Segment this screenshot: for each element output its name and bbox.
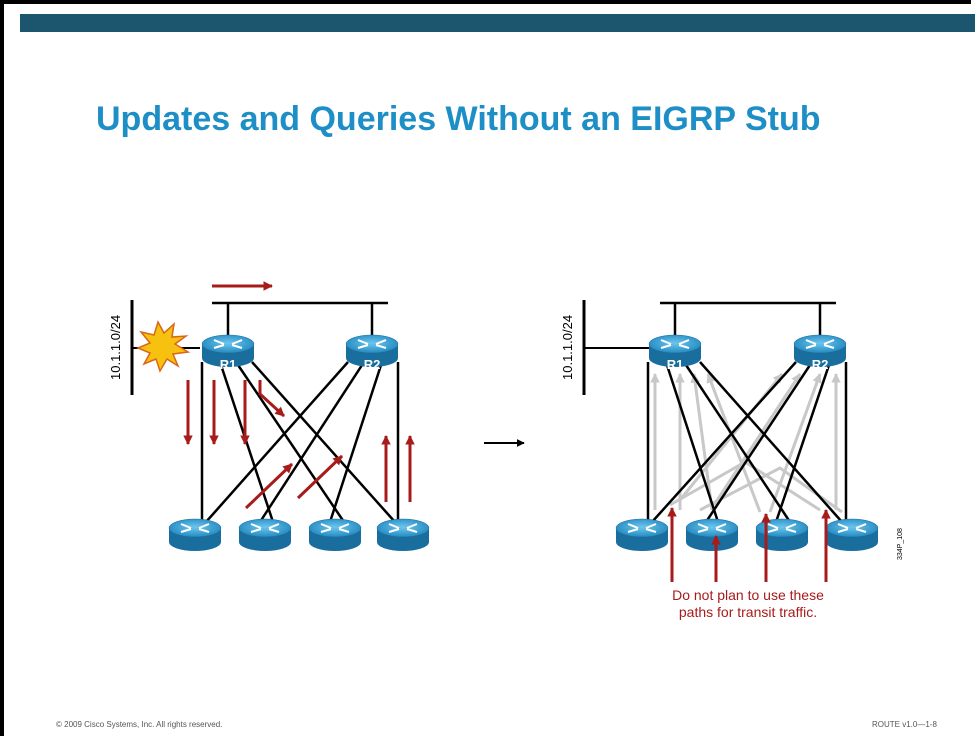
right-diagram: 10.1.1.0/24: [560, 300, 904, 620]
right-subnet-label: 10.1.1.0/24: [560, 315, 575, 380]
router-icon: [615, 518, 669, 552]
copyright-text: © 2009 Cisco Systems, Inc. All rights re…: [56, 720, 223, 729]
annotation-pointers: [667, 507, 831, 582]
router-icon: [755, 518, 809, 552]
right-router2-label: R2: [812, 357, 829, 372]
annotation-line-2: paths for transit traffic.: [679, 604, 817, 620]
course-code: ROUTE v1.0—1-8: [872, 720, 937, 729]
router-icon: [685, 518, 739, 552]
explosion-icon: [136, 320, 191, 373]
right-mesh-links: [646, 361, 848, 523]
left-subnet-label: 10.1.1.0/24: [108, 315, 123, 380]
figure-id: 334P_108: [897, 528, 904, 560]
left-update-arrows: [183, 281, 415, 510]
router-icon: [168, 518, 222, 552]
left-router2-label: R2: [364, 357, 381, 372]
slide-title: Updates and Queries Without an EIGRP Stu…: [96, 100, 821, 138]
left-mesh-links: [200, 361, 400, 523]
router-icon: [238, 518, 292, 552]
left-router1-label: R1: [220, 357, 237, 372]
router-icon: [308, 518, 362, 552]
header-bar: [20, 14, 975, 32]
left-diagram: 10.1.1.0/24: [108, 281, 430, 552]
router-icon: [825, 518, 879, 552]
router-icon: [376, 518, 430, 552]
right-router1-label: R1: [667, 357, 684, 372]
annotation-line-1: Do not plan to use these: [672, 587, 824, 603]
